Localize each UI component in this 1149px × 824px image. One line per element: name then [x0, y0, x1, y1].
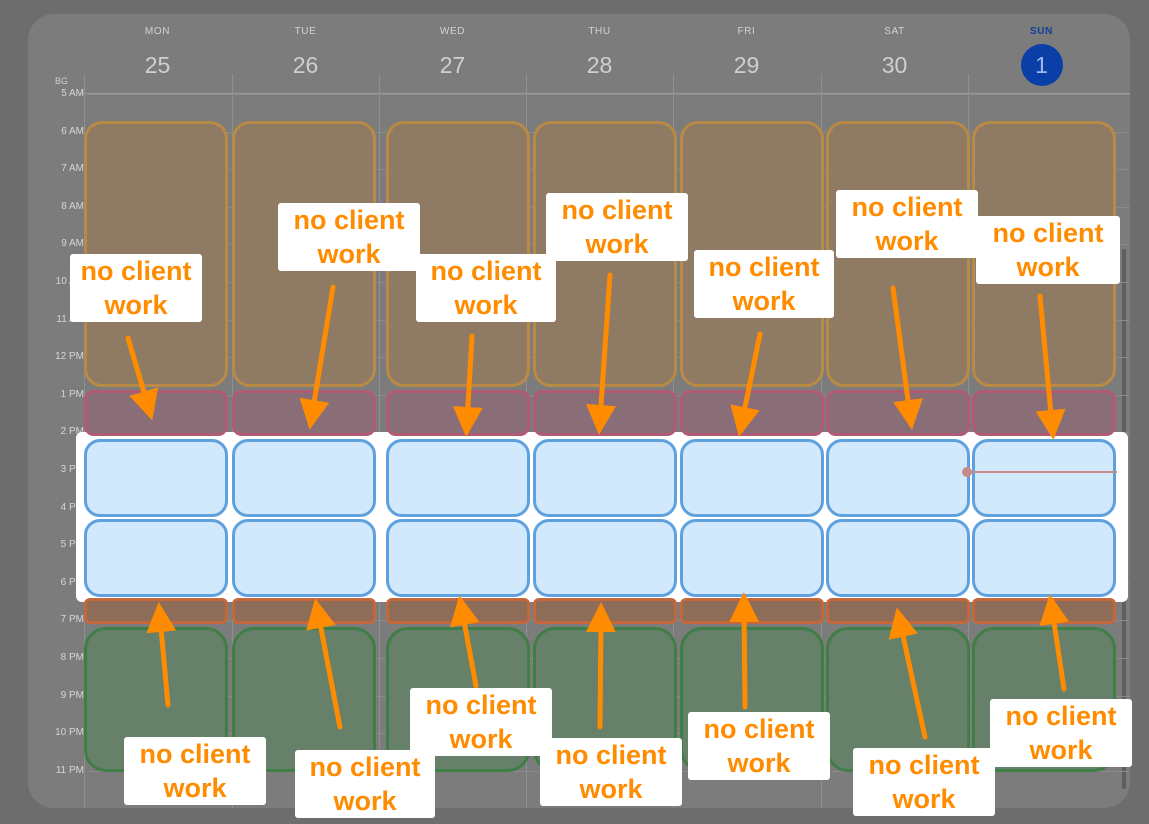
work-block-1[interactable]: [84, 439, 228, 517]
work-block-2[interactable]: [84, 519, 228, 597]
current-time-dot: [962, 467, 972, 477]
hour-label: 1 PM: [60, 388, 84, 400]
hour-label: 10 AM: [55, 276, 84, 287]
hour-label: 12 PM: [55, 351, 84, 363]
work-block-1[interactable]: [826, 439, 970, 517]
work-block-2[interactable]: [826, 519, 970, 597]
work-block-1[interactable]: [232, 439, 376, 517]
annotation-arrow: [729, 592, 760, 710]
hour-label: 5 AM: [61, 88, 84, 99]
day-of-week: FRI: [737, 26, 756, 37]
hour-label: 9 PM: [60, 689, 84, 701]
work-block-1[interactable]: [533, 439, 677, 517]
hour-label: 6 PM: [60, 576, 84, 588]
hour-label: 7 AM: [61, 163, 84, 175]
hour-label: 8 PM: [60, 652, 84, 663]
timezone-label: BG: [55, 76, 69, 86]
annotation-arrow: [1039, 594, 1070, 692]
annotation-arrow: [1035, 293, 1066, 440]
annotation-arrow: [125, 335, 159, 421]
day-of-week: SUN: [1030, 26, 1053, 37]
hour-label: 10 PM: [55, 727, 84, 739]
hour-label: 8 AM: [61, 200, 84, 212]
work-block-1[interactable]: [680, 439, 824, 517]
annotation-arrow: [306, 598, 343, 730]
hour-label: 7 PM: [60, 614, 84, 626]
annotation-arrow: [730, 331, 763, 437]
hour-label: 5 PM: [60, 539, 84, 551]
annotation-arrow: [888, 607, 928, 740]
annotation-arrow: [585, 602, 616, 730]
annotation-arrow: [449, 595, 480, 689]
day-number[interactable]: 26: [292, 52, 319, 78]
hour-gridline: [88, 94, 1130, 95]
day-number[interactable]: 25: [144, 52, 171, 78]
work-block-1[interactable]: [386, 439, 530, 517]
hour-label: 2 PM: [60, 426, 84, 438]
work-block-2[interactable]: [232, 519, 376, 597]
hour-label: 4 PM: [60, 501, 84, 513]
annotation-arrow: [452, 333, 483, 437]
hour-label: 11 PM: [55, 764, 84, 776]
hour-label: 9 AM: [61, 238, 84, 250]
today-date-badge[interactable]: 1: [1020, 44, 1063, 86]
day-of-week: WED: [439, 26, 466, 37]
day-of-week: SAT: [884, 26, 905, 37]
annotation-arrow: [890, 285, 923, 430]
day-of-week: THU: [588, 26, 611, 37]
day-number[interactable]: 27: [439, 52, 466, 78]
day-number[interactable]: 28: [586, 52, 613, 78]
hour-label: 6 AM: [61, 125, 84, 137]
annotation-arrow: [299, 284, 336, 430]
work-block-1[interactable]: [972, 439, 1116, 517]
dinner-block[interactable]: [232, 598, 376, 624]
annotation-arrow: [586, 272, 616, 435]
work-block-2[interactable]: [533, 519, 677, 597]
current-time-line: [970, 471, 1117, 473]
header-divider: [80, 93, 1130, 94]
annotation-arrow: [146, 602, 177, 708]
day-number[interactable]: 30: [881, 52, 908, 78]
hour-label: 3 PM: [60, 464, 84, 475]
day-number[interactable]: 29: [733, 52, 760, 78]
day-of-week: MON: [144, 26, 171, 37]
day-of-week: TUE: [294, 26, 317, 37]
